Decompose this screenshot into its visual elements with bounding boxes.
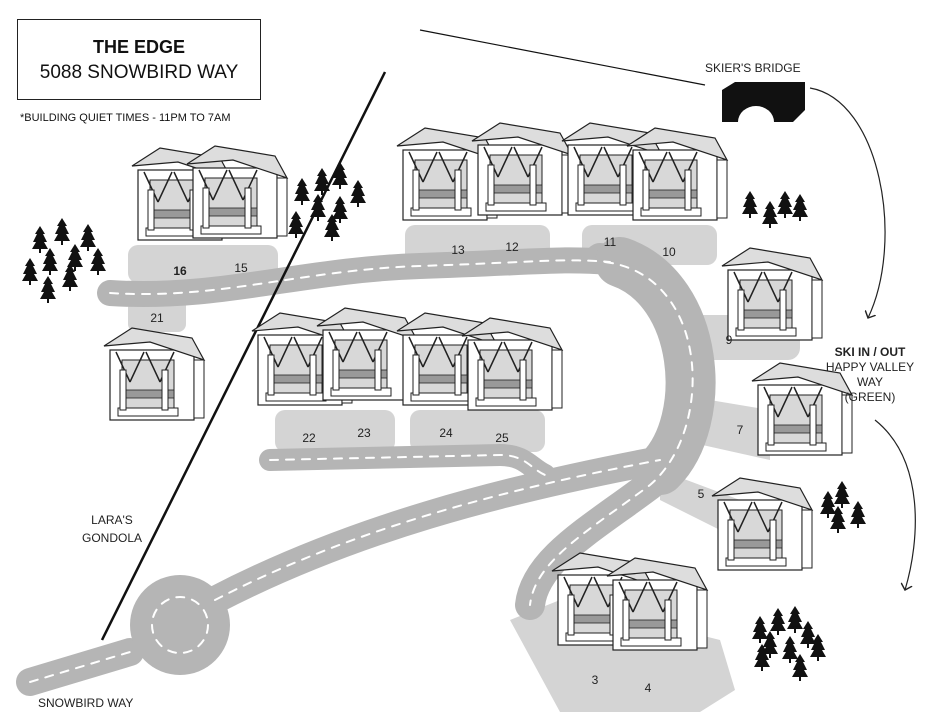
tree-icon	[294, 178, 310, 205]
building-5	[711, 477, 813, 571]
tree-icon	[324, 214, 340, 241]
property-address: 5088 SNOWBIRD WAY	[39, 62, 239, 83]
tree-icon	[800, 621, 816, 648]
tree-icon	[777, 191, 793, 218]
bridge-path	[419, 29, 706, 86]
building-number: 13	[451, 243, 465, 257]
building-number: 3	[592, 673, 599, 687]
tree-icon	[332, 196, 348, 223]
roads	[16, 237, 716, 696]
skiers-bridge-label: SKIER'S BRIDGE	[705, 61, 801, 75]
building-number: 4	[645, 681, 652, 695]
building-number: 10	[662, 245, 676, 259]
building-number: 23	[357, 426, 371, 440]
building-number: 9	[726, 333, 733, 347]
tree-icon	[770, 608, 786, 635]
tree-icon	[332, 162, 348, 189]
tree-icon	[792, 654, 808, 681]
happy-valley-label-2: WAY	[857, 375, 883, 389]
building-number: 7	[737, 423, 744, 437]
tree-icon	[762, 201, 778, 228]
building-number: 22	[302, 431, 316, 445]
buildings	[103, 122, 853, 651]
title-box: THE EDGE 5088 SNOWBIRD WAY	[17, 19, 261, 100]
gondola-label: LARA'S	[91, 513, 133, 527]
tree-icon	[42, 248, 58, 275]
tree-icon	[40, 276, 56, 303]
snowbird-way-label: SNOWBIRD WAY	[38, 696, 133, 710]
tree-icon	[834, 481, 850, 508]
building-number: 21	[150, 311, 164, 325]
building-9	[721, 247, 823, 341]
tree-icon	[820, 491, 836, 518]
tree-icon	[90, 248, 106, 275]
building-number: 16	[173, 264, 187, 278]
tree-icon	[314, 168, 330, 195]
building-7	[751, 362, 853, 456]
skiers-bridge-icon	[722, 82, 805, 122]
tree-icon	[288, 211, 304, 238]
building-numbers: 16 15 21 13 12 11 10 9 7 5 22 23 24 25 3 4	[150, 235, 743, 695]
gondola-label-2: GONDOLA	[82, 531, 142, 545]
property-name: THE EDGE	[92, 37, 185, 57]
building-25	[461, 317, 563, 411]
tree-icon	[67, 244, 83, 271]
building-4	[606, 557, 708, 651]
tree-icon	[80, 224, 96, 251]
building-number: 15	[234, 261, 248, 275]
tree-icon	[782, 636, 798, 663]
tree-icon	[22, 258, 38, 285]
tree-icon	[752, 616, 768, 643]
tree-icon	[792, 194, 808, 221]
tree-icon	[810, 634, 826, 661]
tree-icon	[350, 180, 366, 207]
tree-icon	[850, 501, 866, 528]
building-21	[103, 327, 205, 421]
building-10	[626, 127, 728, 221]
tree-icon	[32, 226, 48, 253]
green-run-arrow	[874, 419, 916, 590]
tree-icon	[310, 194, 326, 221]
building-number: 11	[604, 235, 617, 249]
tree-icon	[754, 644, 770, 671]
tree-icon	[742, 191, 758, 218]
trees	[22, 162, 866, 681]
tree-icon	[787, 606, 803, 633]
ski-in-out-label: SKI IN / OUT	[835, 345, 906, 359]
building-number: 5	[698, 487, 705, 501]
quiet-times-notice: *BUILDING QUIET TIMES - 11PM TO 7AM	[20, 112, 231, 124]
happy-valley-label: HAPPY VALLEY	[826, 360, 914, 374]
tree-icon	[62, 264, 78, 291]
building-23	[316, 307, 418, 401]
ski-route-arrow	[809, 87, 886, 318]
tree-icon	[54, 218, 70, 245]
building-12	[471, 122, 573, 216]
happy-valley-label-3: (GREEN)	[845, 390, 896, 404]
building-15	[186, 145, 288, 239]
building-number: 25	[495, 431, 509, 445]
building-number: 24	[439, 426, 453, 440]
tree-icon	[830, 506, 846, 533]
building-number: 12	[505, 240, 519, 254]
